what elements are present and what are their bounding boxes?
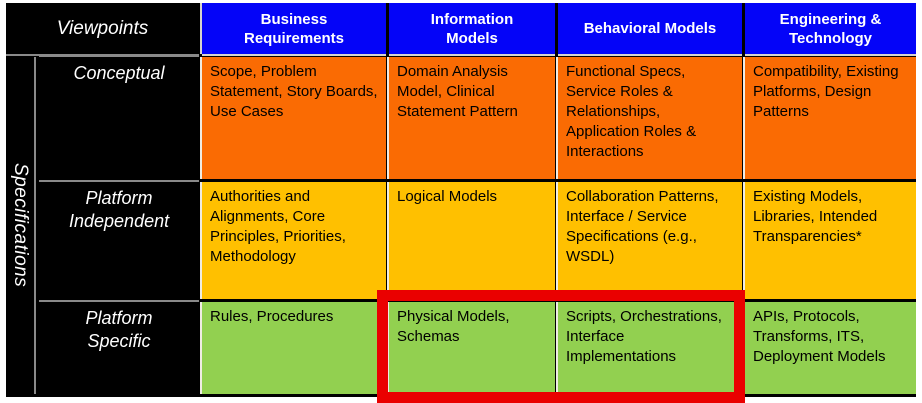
cell-conceptual-business-requirements: Scope, Problem Statement, Story Boards, … — [202, 57, 386, 179]
cell-conceptual-engineering-technology: Compatibility, Existing Platforms, Desig… — [745, 57, 916, 179]
cell-platform-specific-business-requirements: Rules, Procedures — [202, 302, 386, 394]
column-header-business-requirements: Business Requirements — [202, 3, 386, 54]
column-header-behavioral-models: Behavioral Models — [558, 3, 742, 54]
row-header-platform-independent: Platform Independent — [39, 182, 199, 299]
row-header-conceptual: Conceptual — [39, 57, 199, 179]
cell-platform-specific-engineering-technology: APIs, Protocols, Transforms, ITS, Deploy… — [745, 302, 916, 394]
cell-platform-independent-engineering-technology: Existing Models, Libraries, Intended Tra… — [745, 182, 916, 299]
cell-platform-independent-behavioral-models: Collaboration Patterns, Interface / Serv… — [558, 182, 742, 299]
side-header-specifications-label: Specifications — [10, 163, 31, 288]
row-header-platform-specific: Platform Specific — [39, 302, 199, 394]
cell-platform-independent-information-models: Logical Models — [389, 182, 555, 299]
cell-platform-independent-business-requirements: Authorities and Alignments, Core Princip… — [202, 182, 386, 299]
cell-platform-specific-information-models: Physical Models, Schemas — [389, 302, 555, 394]
specifications-viewpoints-matrix: Viewpoints Business Requirements Informa… — [6, 3, 916, 397]
column-header-engineering-technology: Engineering & Technology — [745, 3, 916, 54]
column-header-information-models: Information Models — [389, 3, 555, 54]
side-header-specifications: Specifications — [6, 57, 36, 394]
cell-conceptual-behavioral-models: Functional Specs, Service Roles & Relati… — [558, 57, 742, 179]
cell-platform-specific-behavioral-models: Scripts, Orchestrations, Interface Imple… — [558, 302, 742, 394]
cell-conceptual-information-models: Domain Analysis Model, Clinical Statemen… — [389, 57, 555, 179]
corner-header-viewpoints: Viewpoints — [6, 3, 199, 54]
